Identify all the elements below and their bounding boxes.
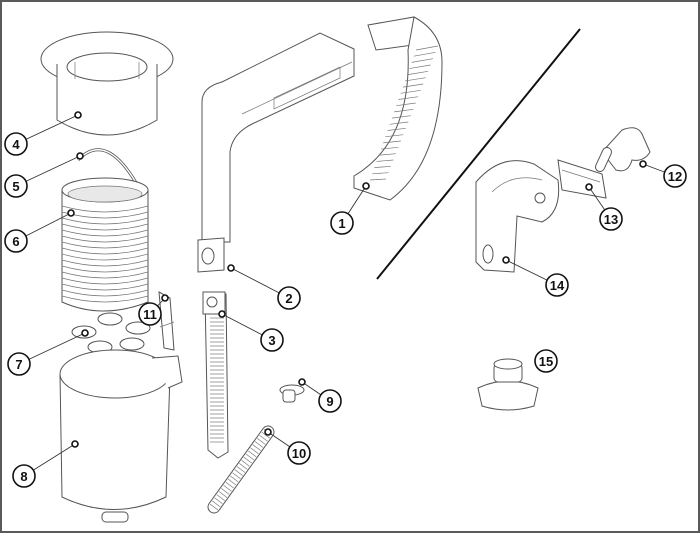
callout-3[interactable]: 3 bbox=[218, 310, 284, 352]
anchor-dot bbox=[67, 209, 75, 217]
callout-circle bbox=[599, 207, 623, 231]
part-15-adapter[interactable] bbox=[477, 358, 539, 411]
part-3-strap[interactable] bbox=[202, 291, 229, 459]
part-9-plug[interactable] bbox=[279, 384, 305, 403]
callout-label: 1 bbox=[338, 216, 345, 231]
part-10-hose[interactable] bbox=[207, 425, 275, 514]
callout-circle bbox=[277, 286, 301, 310]
part-6-basket[interactable] bbox=[61, 177, 149, 312]
callout-circle bbox=[4, 229, 28, 253]
callout-6[interactable]: 6 bbox=[4, 209, 75, 253]
anchor-dot bbox=[298, 378, 306, 386]
part-14-clamp-body[interactable] bbox=[475, 160, 560, 273]
anchor-dot bbox=[71, 440, 79, 448]
anchor-dot bbox=[585, 183, 593, 191]
callout-circle bbox=[545, 273, 569, 297]
part-12-knob-screw[interactable] bbox=[595, 127, 651, 172]
anchor-dot bbox=[76, 152, 84, 160]
anchor-dot bbox=[161, 294, 169, 302]
callout-2[interactable]: 2 bbox=[227, 264, 301, 310]
part-2-arm[interactable] bbox=[197, 32, 355, 273]
part-7-discs[interactable] bbox=[71, 312, 151, 354]
callout-11[interactable]: 11 bbox=[138, 294, 169, 326]
callout-label: 13 bbox=[604, 212, 618, 227]
anchor-dot bbox=[264, 428, 272, 436]
callout-label: 2 bbox=[285, 291, 292, 306]
callout-label: 3 bbox=[268, 333, 275, 348]
callout-label: 10 bbox=[292, 446, 306, 461]
callout-circle bbox=[260, 328, 284, 352]
callout-5[interactable]: 5 bbox=[4, 152, 84, 198]
callout-label: 14 bbox=[550, 278, 565, 293]
anchor-dot bbox=[639, 160, 647, 168]
callout-label: 5 bbox=[12, 179, 19, 194]
callout-12[interactable]: 12 bbox=[639, 160, 687, 188]
callout-label: 8 bbox=[20, 469, 27, 484]
callout-4[interactable]: 4 bbox=[4, 111, 82, 156]
anchor-dot bbox=[218, 310, 226, 318]
callout-circle bbox=[4, 132, 28, 156]
callout-circle bbox=[330, 211, 354, 235]
callout-9[interactable]: 9 bbox=[298, 378, 342, 413]
callout-circle bbox=[12, 464, 36, 488]
part-13-clamp-plate[interactable] bbox=[557, 159, 607, 199]
callout-7[interactable]: 7 bbox=[7, 329, 89, 376]
part-4-collar[interactable] bbox=[40, 31, 174, 136]
callout-circle bbox=[4, 174, 28, 198]
callout-circle bbox=[318, 389, 342, 413]
callout-13[interactable]: 13 bbox=[585, 183, 623, 231]
anchor-dot bbox=[227, 264, 235, 272]
callout-label: 15 bbox=[539, 354, 553, 369]
leader-line bbox=[18, 332, 86, 365]
anchor-dot bbox=[502, 256, 510, 264]
callout-circle bbox=[663, 164, 687, 188]
anchor-dot bbox=[362, 182, 370, 190]
callout-label: 11 bbox=[143, 307, 157, 322]
anchor-dot bbox=[74, 111, 82, 119]
part-8-body[interactable] bbox=[59, 349, 183, 523]
callout-1[interactable]: 1 bbox=[330, 182, 370, 235]
callout-circle bbox=[287, 441, 311, 465]
callout-15[interactable]: 15 bbox=[534, 349, 558, 373]
callout-circle bbox=[138, 302, 162, 326]
callout-label: 9 bbox=[326, 394, 333, 409]
callout-label: 7 bbox=[15, 357, 22, 372]
callout-label: 4 bbox=[12, 137, 20, 152]
callout-8[interactable]: 8 bbox=[12, 440, 79, 488]
callout-10[interactable]: 10 bbox=[264, 428, 311, 465]
callout-circle bbox=[534, 349, 558, 373]
callout-14[interactable]: 14 bbox=[502, 256, 569, 297]
part-1-weir[interactable] bbox=[353, 16, 443, 201]
callout-circle bbox=[7, 352, 31, 376]
anchor-dot bbox=[81, 329, 89, 337]
callout-label: 12 bbox=[668, 169, 682, 184]
callout-label: 6 bbox=[12, 234, 19, 249]
section-divider bbox=[376, 28, 581, 280]
